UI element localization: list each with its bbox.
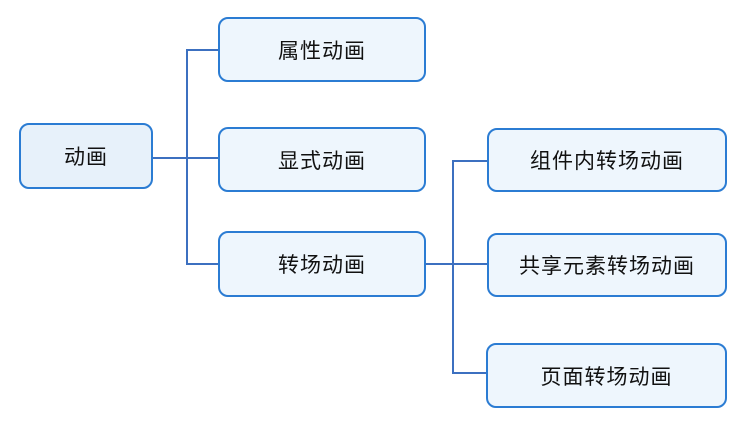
- connector-root-to-trunk: [153, 157, 218, 159]
- connector-right-trunk: [452, 160, 454, 374]
- connector-left-trunk: [186, 49, 188, 265]
- node-animation: 动画: [19, 123, 153, 189]
- connector-transition-to-trunk: [426, 263, 487, 265]
- node-shared-element-transition: 共享元素转场动画: [487, 233, 727, 297]
- node-page-transition: 页面转场动画: [486, 343, 727, 408]
- connector-branch-component: [453, 160, 487, 162]
- node-explicit-animation: 显式动画: [218, 127, 426, 192]
- connector-branch-transition: [187, 263, 218, 265]
- node-property-animation: 属性动画: [218, 17, 426, 82]
- node-component-transition: 组件内转场动画: [487, 128, 727, 192]
- node-transition-animation: 转场动画: [218, 231, 426, 297]
- connector-branch-page: [453, 372, 486, 374]
- connector-branch-property: [187, 49, 218, 51]
